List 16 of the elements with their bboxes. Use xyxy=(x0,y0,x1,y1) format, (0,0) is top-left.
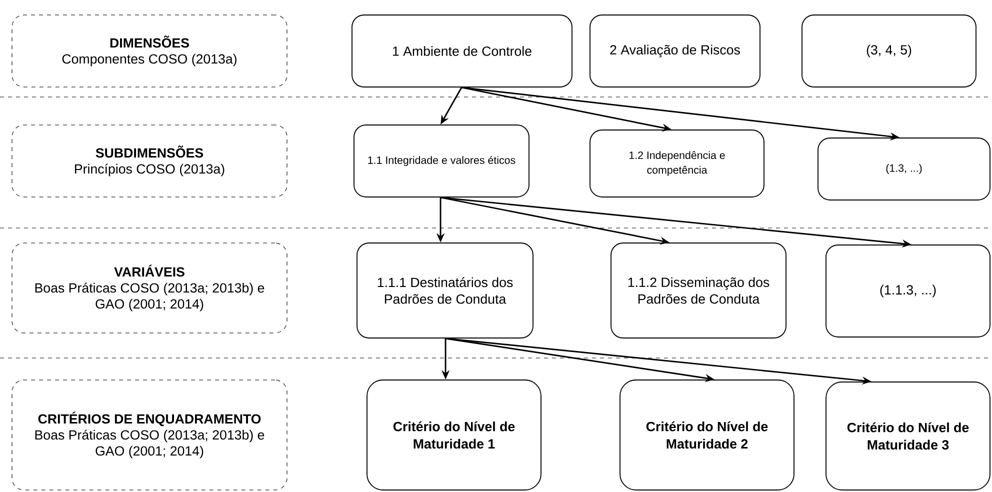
process-box: 1.1.2 Disseminação dos Padrões de Conduta xyxy=(610,242,786,338)
grouped-box: SUBDIMENSÕES Princípios COSO (2013a) xyxy=(12,124,288,198)
criterion-box: Critério do Nível de Maturidade 3 xyxy=(826,382,990,490)
process-box: 1.2 Independência e competência xyxy=(590,130,764,198)
process-box: 1.1.1 Destinatários dos Padrões de Conduta xyxy=(356,242,534,338)
process-box: 1.1 Integridade e valores éticos xyxy=(354,124,530,198)
process-box: (3, 4, 5) xyxy=(802,14,976,88)
process-box: (1.3, ...) xyxy=(818,138,990,200)
process-box: 1 Ambiente de Controle xyxy=(352,14,572,88)
process-box: 2 Avaliação de Riscos xyxy=(590,14,760,88)
grouped-box: VARIÁVEIS Boas Práticas COSO (2013a; 2013b) e GAO (2001; 2014) xyxy=(12,242,288,334)
process-box: (1.1.3, ...) xyxy=(826,244,990,338)
criterion-box: Critério do Nível de Maturidade 1 xyxy=(366,380,542,490)
grouped-box: CRITÉRIOS DE ENQUADRAMENTO Boas Práticas COSO (2013a; 2013b) e GAO (2001; 2014) xyxy=(12,380,288,490)
grouped-box: DIMENSÕES Componentes COSO (2013a) xyxy=(12,14,288,88)
criterion-box: Critério do Nível de Maturidade 2 xyxy=(620,380,794,490)
